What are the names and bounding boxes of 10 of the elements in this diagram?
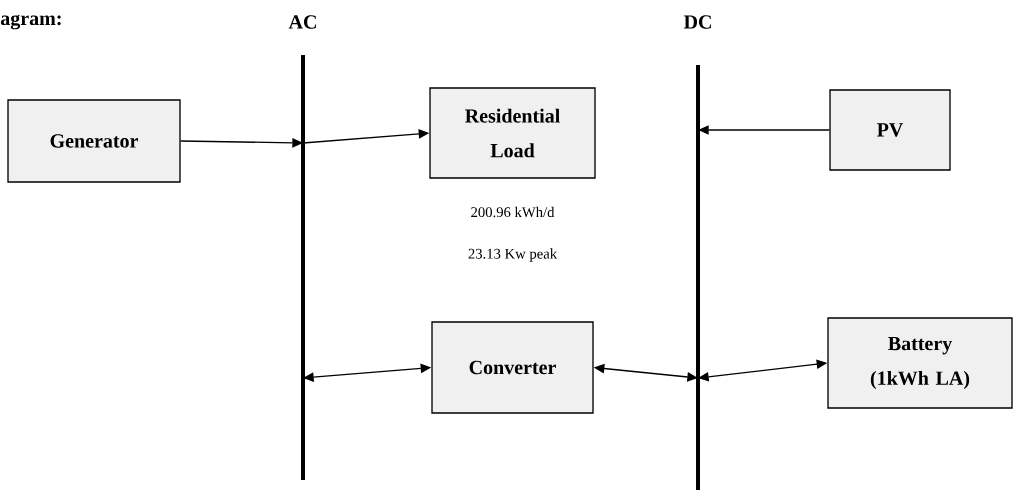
heading: agram: — [0, 14, 61, 30]
component-box: PV — [829, 89, 951, 171]
component-box: Battery (1kWh LA) — [827, 317, 1013, 409]
component-box: Converter — [431, 321, 594, 414]
bus-label: DC — [683, 15, 711, 29]
annotation: 200.96 kWh/d — [471, 206, 555, 218]
component-box: Generator — [7, 99, 181, 183]
bus-label: AC — [288, 15, 316, 29]
component-box: Residential Load — [429, 87, 596, 179]
annotation: 23.13 Kw peak — [468, 248, 558, 262]
